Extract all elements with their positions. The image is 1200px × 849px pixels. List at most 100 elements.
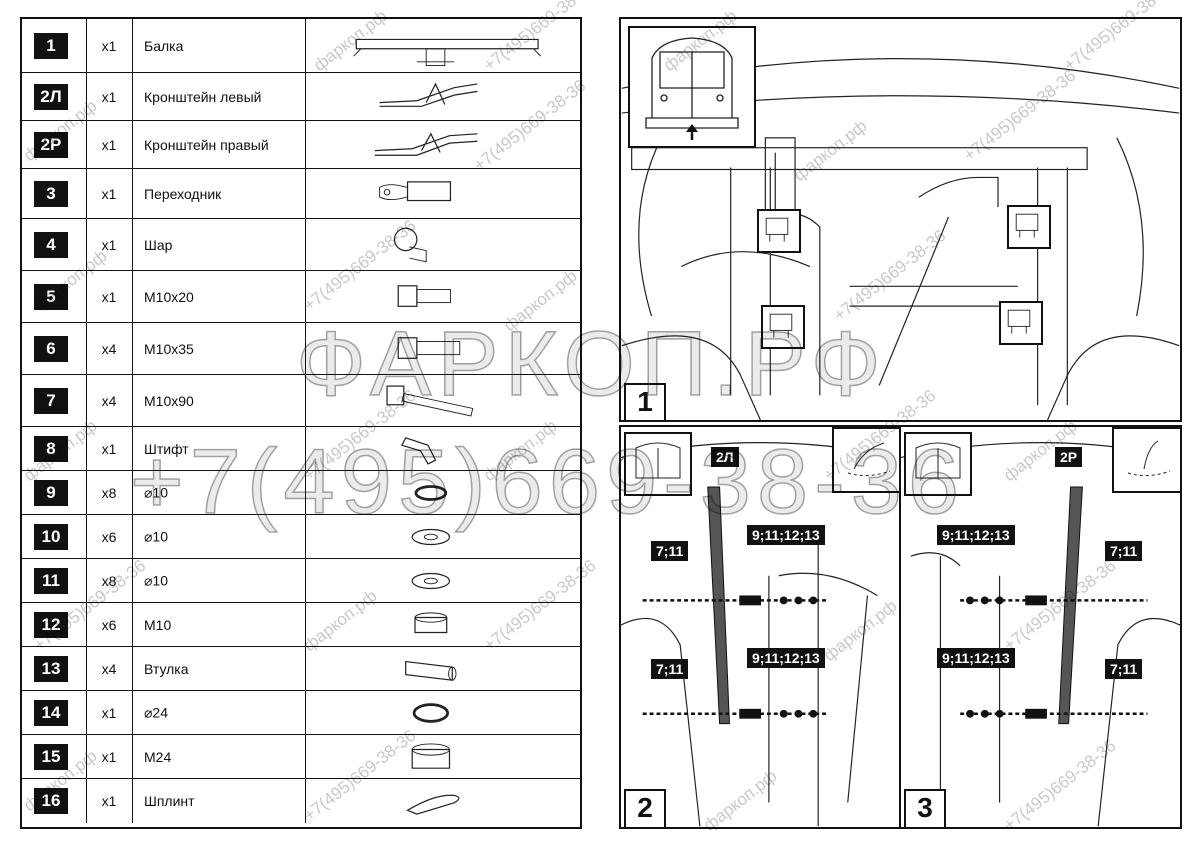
part-image-cell [305,471,580,515]
part-number: 5 [34,284,68,310]
part-quantity: x1 [101,289,117,305]
part-qty-cell: x1 [86,271,133,323]
step-number-2: 2 [624,789,666,827]
part-name-cell: М10 [132,603,306,647]
part-row: 8 x1 Штифт [22,426,580,471]
part-number-cell: 2Л [22,73,87,121]
part-number: 11 [34,568,68,594]
part-image-cell [305,691,580,735]
part-number: 6 [34,336,68,362]
part-number-cell: 9 [22,471,87,515]
part-quantity: x8 [101,485,117,501]
part-name: ⌀10 [144,484,169,501]
part-name-cell: Штифт [132,427,306,471]
part-number-cell: 14 [22,691,87,735]
diagram-step-1: 1 [619,17,1182,422]
fastener-clip-ur [1007,205,1051,249]
part-number: 3 [34,181,68,207]
part-quantity: x1 [101,37,117,54]
bracket-left-label: 2Л [711,447,739,467]
left-bracket-drawing [621,442,900,827]
part-number: 9 [34,480,68,506]
part-qty-cell: x1 [86,121,133,169]
part-number-cell: 2Р [22,121,87,169]
part-name-cell: Кронштейн левый [132,73,306,121]
part-qty-cell: x6 [86,515,133,559]
step-number-1: 1 [624,383,666,420]
part-quantity: x4 [101,661,117,677]
part-number-cell: 10 [22,515,87,559]
part-name-cell: Переходник [132,169,306,219]
left-bracket-icon [379,82,478,107]
part-number: 4 [34,232,68,258]
part-name: ⌀24 [144,704,169,721]
part-qty-cell: x1 [86,735,133,779]
part-quantity: x6 [101,617,117,633]
car-rear-view-inset [628,26,756,148]
part-name: Переходник [144,186,222,202]
part-name: ⌀10 [144,528,169,545]
spring-washer-24-icon [412,703,450,723]
part-image-cell [305,375,580,427]
part-name-cell: Балка [132,19,306,72]
tow-ball-icon [393,227,427,263]
part-qty-cell: x1 [86,779,133,823]
bolt-label-upper-right: 7;11 [1105,541,1143,561]
part-name: Кронштейн правый [144,137,269,153]
part-name-cell: М10х35 [132,323,306,375]
part-name: М10х20 [144,289,194,305]
part-number: 13 [34,656,68,682]
bolt-long-icon [386,385,474,417]
part-image-cell [305,121,580,169]
part-name-cell: М10х90 [132,375,306,427]
part-number-cell: 4 [22,219,87,271]
part-number: 16 [34,788,68,814]
part-number-cell: 15 [22,735,87,779]
part-name-cell: М24 [132,735,306,779]
bolt-medium-icon [397,337,461,359]
part-number-cell: 7 [22,375,87,427]
part-qty-cell: x1 [86,427,133,471]
part-row: 6 x4 М10х35 [22,322,580,375]
part-qty-cell: x1 [86,19,133,72]
part-qty-cell: x4 [86,323,133,375]
part-number-cell: 11 [22,559,87,603]
part-name-cell: М10х20 [132,271,306,323]
detail-zoom-inset-2 [832,427,900,493]
fastener-group-lower-left: 9;11;12;13 [747,648,825,668]
part-quantity: x4 [101,341,117,357]
pin-icon [401,437,437,465]
part-quantity: x1 [101,749,117,765]
part-qty-cell: x1 [86,219,133,271]
part-image-cell [305,515,580,559]
part-image-cell [305,735,580,779]
step-number-3: 3 [904,789,946,827]
part-number: 2Л [34,84,68,110]
car-rear-view-inset-3 [904,432,972,496]
spring-washer-icon [414,485,448,501]
adapter-icon [379,181,452,202]
part-name: ⌀10 [144,572,169,589]
washer-icon [411,528,451,546]
right-bracket-icon [374,132,478,156]
part-number-cell: 12 [22,603,87,647]
part-name: Штифт [144,441,189,457]
part-number-cell: 16 [22,779,87,823]
part-name-cell: ⌀24 [132,691,306,735]
part-name: М10х35 [144,341,194,357]
part-image-cell [305,219,580,271]
bracket-right-label: 2Р [1055,447,1083,467]
part-name-cell: Шплинт [132,779,306,823]
part-qty-cell: x4 [86,647,133,691]
bolt-label-upper-left: 7;11 [651,541,689,561]
part-number: 8 [34,436,68,462]
fastener-clip-ll [761,305,805,349]
fastener-clip-lr [999,301,1043,345]
part-name-cell: Втулка [132,647,306,691]
part-qty-cell: x6 [86,603,133,647]
